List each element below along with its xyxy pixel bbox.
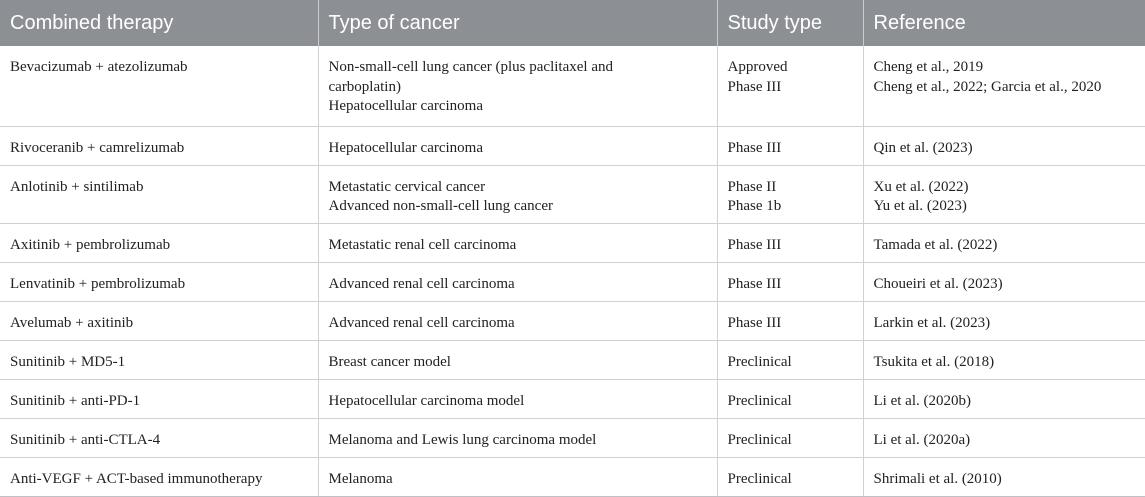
cell-reference-line: Tamada et al. (2022)	[873, 236, 998, 253]
cell-study-type-line: Phase III	[727, 236, 782, 253]
cell-type-of-cancer-line: Metastatic renal cell carcinoma	[328, 236, 517, 253]
cell-type-of-cancer-line: Hepatocellular carcinoma model	[328, 392, 525, 409]
cell-reference-line: Yu et al. (2023)	[873, 198, 967, 214]
table-row: Rivoceranib + camrelizumab Hepatocellular…	[0, 126, 1145, 166]
cell-study-type-line: Phase III	[727, 78, 782, 95]
cell-reference-line: Shrimali et al. (2010)	[873, 470, 1002, 487]
cell-type-of-cancer: Breast cancer model	[317, 340, 717, 380]
header-row: Combined therapy Type of cancer Study ty…	[0, 0, 1145, 46]
cell-reference-line: Larkin et al. (2023)	[873, 314, 991, 331]
cell-reference-line: Choueiri et al. (2023)	[873, 275, 1003, 292]
cell-type-of-cancer-line: Advanced renal cell carcinoma	[328, 314, 515, 331]
table-body: Bevacizumab + atezolizumab Non-small-cell…	[0, 46, 1145, 497]
cell-study-type-line: Phase II	[727, 178, 777, 195]
cell-combined-therapy: Sunitinib + MD5-1	[0, 340, 318, 380]
cell-study-type-line: Approved	[727, 59, 788, 75]
table-row: Anti-VEGF + ACT-based immunotherapy Melan…	[0, 457, 1145, 497]
table-row: Bevacizumab + atezolizumab Non-small-cell…	[0, 46, 1145, 127]
header-type-of-cancer: Type of cancer	[317, 0, 717, 46]
cell-type-of-cancer: Hepatocellular carcinoma	[317, 126, 717, 166]
cell-combined-therapy: Sunitinib + anti-CTLA-4	[0, 418, 318, 458]
cell-reference: Shrimali et al. (2010)	[862, 457, 1145, 497]
cell-reference-line: Li et al. (2020a)	[873, 431, 971, 448]
cell-type-of-cancer: Non-small-cell lung cancer (plus paclita…	[317, 46, 717, 127]
cell-study-type-line: Preclinical	[727, 431, 792, 448]
table-row: Lenvatinib + pembrolizumab Advanced renal…	[0, 262, 1145, 302]
cell-study-type: Phase II Phase 1b	[716, 165, 863, 224]
header-reference: Reference	[862, 0, 1145, 46]
cell-type-of-cancer-line: Melanoma	[328, 470, 393, 487]
table-header: Combined therapy Type of cancer Study ty…	[0, 0, 1145, 46]
cell-study-type: Preclinical	[716, 457, 863, 497]
cell-combined-therapy: Anlotinib + sintilimab	[0, 165, 318, 224]
cell-combined-therapy: Rivoceranib + camrelizumab	[0, 126, 318, 166]
cell-combined-therapy: Axitinib + pembrolizumab	[0, 223, 318, 263]
cell-type-of-cancer-line: Breast cancer model	[328, 353, 451, 370]
cell-combined-therapy: Avelumab + axitinib	[0, 301, 318, 341]
cell-type-of-cancer: Melanoma and Lewis lung carcinoma model	[317, 418, 717, 458]
header-study-type: Study type	[716, 0, 863, 46]
cell-type-of-cancer-line: Advanced renal cell carcinoma	[328, 275, 515, 292]
cell-study-type: Phase III	[716, 301, 863, 341]
cell-study-type-line: Phase III	[727, 314, 782, 331]
cell-study-type-line: Phase III	[727, 139, 782, 156]
cell-study-type-line: Preclinical	[727, 392, 792, 409]
table-row: Sunitinib + anti-CTLA-4 Melanoma and Lewi…	[0, 418, 1145, 458]
cell-type-of-cancer: Advanced renal cell carcinoma	[317, 262, 717, 302]
cell-type-of-cancer-line: Advanced non-small-cell lung cancer	[328, 198, 554, 214]
cell-study-type: Preclinical	[716, 418, 863, 458]
cell-type-of-cancer-line: Metastatic cervical cancer	[328, 178, 486, 195]
cell-study-type-line: Preclinical	[727, 353, 792, 370]
cell-reference: Qin et al. (2023)	[862, 126, 1145, 166]
cell-type-of-cancer-line: Melanoma and Lewis lung carcinoma model	[328, 431, 597, 448]
cell-reference: Li et al. (2020a)	[862, 418, 1145, 458]
cell-study-type-line: Phase III	[727, 275, 782, 292]
cell-reference: Choueiri et al. (2023)	[862, 262, 1145, 302]
cell-reference: Tsukita et al. (2018)	[862, 340, 1145, 380]
cell-study-type: Phase III	[716, 126, 863, 166]
table-row: Axitinib + pembrolizumab Metastatic renal…	[0, 223, 1145, 263]
cell-study-type: Preclinical	[716, 340, 863, 380]
cell-type-of-cancer: Advanced renal cell carcinoma	[317, 301, 717, 341]
cell-study-type: Phase III	[716, 223, 863, 263]
cell-reference-line: Tsukita et al. (2018)	[873, 353, 995, 370]
cell-type-of-cancer: Melanoma	[317, 457, 717, 497]
cell-study-type: Preclinical	[716, 379, 863, 419]
cell-combined-therapy: Anti-VEGF + ACT-based immunotherapy	[0, 457, 318, 497]
cell-reference: Tamada et al. (2022)	[862, 223, 1145, 263]
cell-study-type-line: Phase 1b	[727, 198, 782, 214]
cell-type-of-cancer-line: Non-small-cell lung cancer (plus paclita…	[328, 59, 613, 75]
cell-reference: Larkin et al. (2023)	[862, 301, 1145, 341]
cell-combined-therapy: Lenvatinib + pembrolizumab	[0, 262, 318, 302]
cell-study-type: Phase III	[716, 262, 863, 302]
cell-type-of-cancer-line: Hepatocellular carcinoma	[328, 139, 484, 156]
cell-reference: Li et al. (2020b)	[862, 379, 1145, 419]
table-row: Sunitinib + MD5-1 Breast cancer model Prec…	[0, 340, 1145, 380]
header-combined-therapy: Combined therapy	[10, 11, 174, 34]
table-row: Avelumab + axitinib Advanced renal cell c…	[0, 301, 1145, 341]
cell-combined-therapy: Bevacizumab + atezolizumab	[0, 46, 318, 127]
cell-reference-line: Li et al. (2020b)	[873, 392, 971, 409]
cell-study-type-line: Preclinical	[727, 470, 792, 487]
cell-reference-line: Qin et al. (2023)	[873, 139, 973, 156]
cell-combined-therapy: Sunitinib + anti-PD-1	[0, 379, 318, 419]
cell-type-of-cancer-line: Hepatocellular carcinoma	[328, 98, 484, 114]
cell-reference-line: Cheng et al., 2022; Garcia et al., 2020	[873, 78, 1102, 95]
cell-reference-line: Xu et al. (2022)	[873, 178, 969, 195]
table-row: Sunitinib + anti-PD-1 Hepatocellular carc…	[0, 379, 1145, 419]
cell-type-of-cancer: Hepatocellular carcinoma model	[317, 379, 717, 419]
cell-type-of-cancer-line: carboplatin)	[328, 78, 401, 95]
cell-reference-line: Cheng et al., 2019	[873, 59, 984, 75]
cell-type-of-cancer: Metastatic renal cell carcinoma	[317, 223, 717, 263]
cell-reference: Xu et al. (2022) Yu et al. (2023)	[862, 165, 1145, 224]
